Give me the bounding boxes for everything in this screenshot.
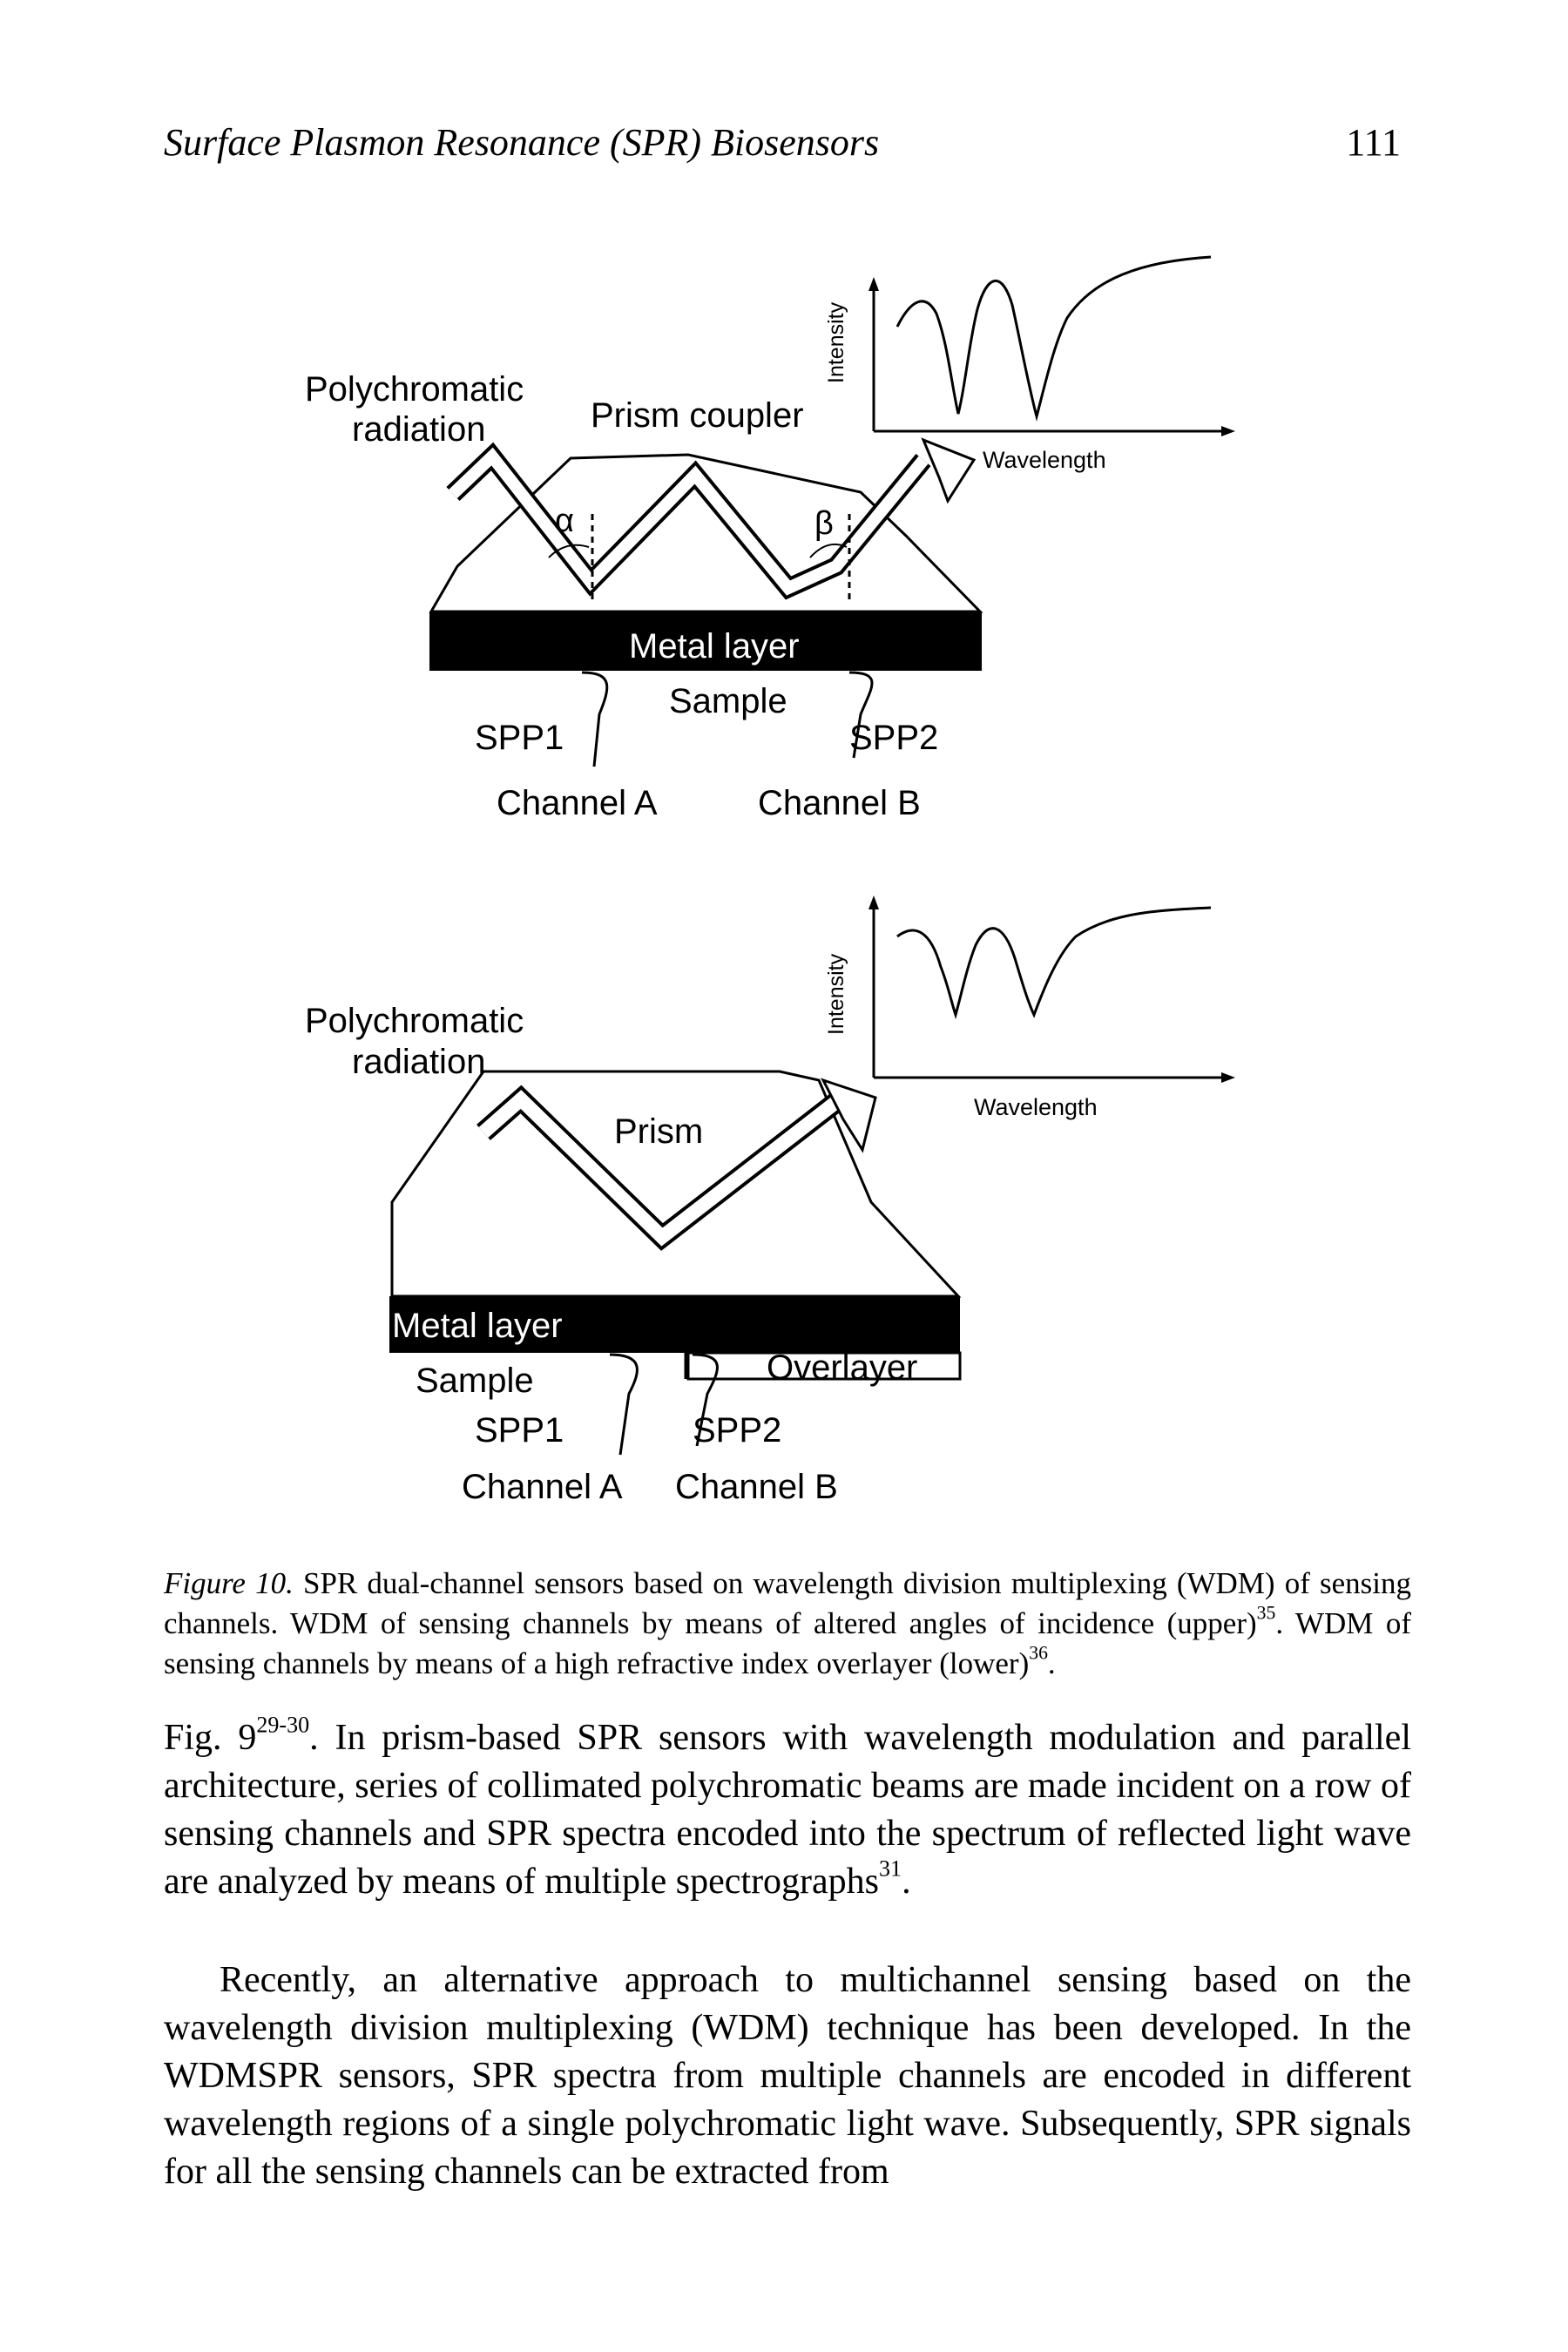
lower-source-label-line1: Polychromatic bbox=[305, 1002, 524, 1040]
lower-spectrum-plot: Intensity Wavelength bbox=[824, 896, 1235, 1120]
lower-wavelength-axis-label: Wavelength bbox=[974, 1094, 1098, 1120]
p1-ref-31: 31 bbox=[879, 1855, 902, 1882]
upper-metal-layer bbox=[429, 612, 982, 671]
caption-ref-35: 35 bbox=[1256, 1602, 1276, 1624]
lower-spp1-label: SPP1 bbox=[475, 1411, 564, 1450]
lower-metal-label: Metal layer bbox=[392, 1307, 563, 1345]
upper-channel-b-label: Channel B bbox=[758, 784, 921, 822]
page-number: 111 bbox=[1346, 121, 1401, 164]
lower-intensity-axis-label: Intensity bbox=[824, 953, 848, 1035]
upper-spectrum-plot: Intensity Wavelength bbox=[824, 255, 1235, 473]
angle-beta-label: β bbox=[814, 505, 834, 542]
angle-alpha-label: α bbox=[555, 503, 574, 539]
lower-spp2-label: SPP2 bbox=[693, 1411, 781, 1450]
caption-text-3: . bbox=[1047, 1646, 1056, 1680]
upper-intensity-axis-label: Intensity bbox=[824, 301, 848, 383]
caption-ref-36: 36 bbox=[1029, 1642, 1048, 1664]
upper-spp1-label: SPP1 bbox=[475, 719, 564, 757]
lower-diagram: Polychromatic radiation Prism Metal laye… bbox=[305, 896, 1235, 1506]
running-header-title: Surface Plasmon Resonance (SPR) Biosenso… bbox=[164, 121, 880, 164]
p1-ref-29-30: 29-30 bbox=[256, 1712, 310, 1738]
upper-source-label-line1: Polychromatic bbox=[305, 370, 524, 409]
lower-overlayer-label: Overlayer bbox=[767, 1348, 917, 1387]
p1-start: Fig. 9 bbox=[164, 1718, 257, 1758]
upper-prism-label: Prism coupler bbox=[591, 396, 804, 435]
upper-prism bbox=[429, 453, 983, 613]
p1-text: . In prism-based SPR sensors with wavele… bbox=[164, 1718, 1411, 1902]
body-paragraph-1: Fig. 929-30. In prism-based SPR sensors … bbox=[164, 1712, 1411, 1906]
upper-source-label-line2: radiation bbox=[352, 410, 485, 449]
body-paragraph-2: Recently, an alternative approach to mul… bbox=[164, 1960, 1411, 2192]
upper-spp1-profile bbox=[581, 671, 609, 767]
p1-end: . bbox=[902, 1862, 911, 1902]
figure-caption-label: Figure 10. bbox=[164, 1566, 294, 1600]
lower-sample-label: Sample bbox=[416, 1362, 534, 1400]
caption-text-1: SPR dual-channel sensors based on wavele… bbox=[164, 1566, 1411, 1640]
lower-beam-arrow bbox=[820, 1078, 877, 1153]
lower-prism-label: Prism bbox=[614, 1112, 703, 1151]
figure-caption: Figure 10. SPR dual-channel sensors base… bbox=[164, 1564, 1411, 1684]
lower-prism bbox=[390, 1070, 962, 1298]
upper-sample-label: Sample bbox=[669, 682, 787, 720]
lower-channel-b-label: Channel B bbox=[675, 1468, 838, 1506]
lower-spectrum-curve bbox=[896, 906, 1212, 1020]
lower-source-label-line2: radiation bbox=[352, 1043, 485, 1081]
caption-text-2: . WDM of sensing channels by means of a … bbox=[164, 1606, 1411, 1680]
lower-overlayer bbox=[686, 1351, 962, 1381]
lower-spp2-profile bbox=[692, 1353, 719, 1447]
lower-spp1-profile bbox=[609, 1353, 639, 1456]
lower-channel-a-label: Channel A bbox=[462, 1468, 623, 1506]
upper-channel-a-label: Channel A bbox=[497, 784, 658, 822]
upper-diagram: α β Polychromatic radiation Prism couple… bbox=[305, 255, 1235, 822]
lower-metal-layer bbox=[389, 1296, 960, 1353]
upper-spp2-label: SPP2 bbox=[849, 719, 938, 757]
upper-wavelength-axis-label: Wavelength bbox=[983, 447, 1106, 473]
upper-spp2-profile bbox=[848, 671, 874, 759]
upper-spectrum-curve bbox=[896, 255, 1212, 422]
figure-10-diagram: α β Polychromatic radiation Prism couple… bbox=[305, 255, 1235, 1506]
upper-metal-label: Metal layer bbox=[629, 627, 800, 666]
upper-beam-arrow bbox=[921, 437, 977, 504]
